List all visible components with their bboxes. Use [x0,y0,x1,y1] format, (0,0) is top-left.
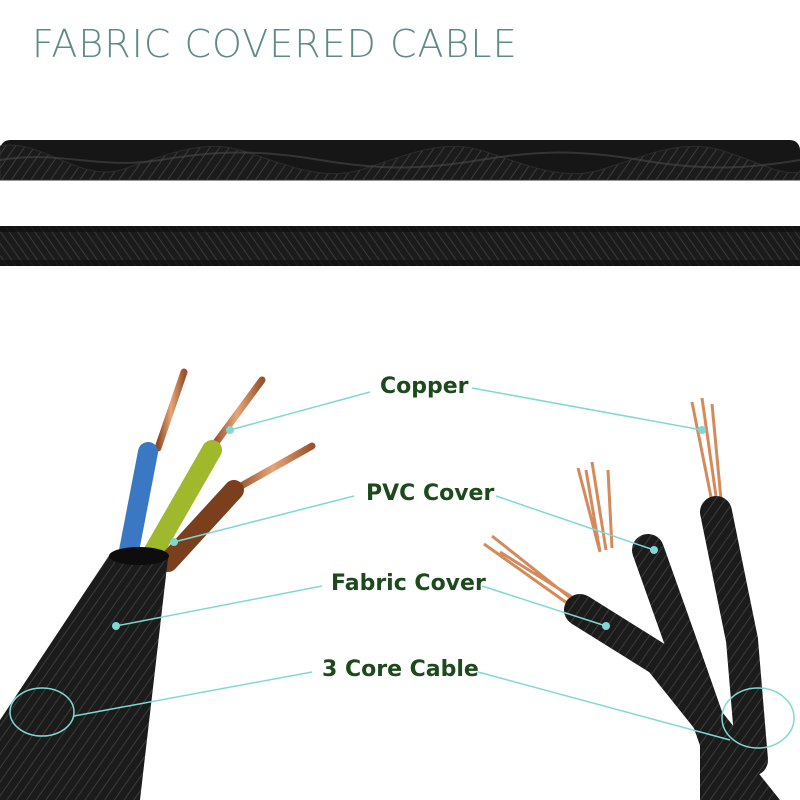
label-three-core-cable: 3 Core Cable [322,657,479,682]
right-split-cable [483,397,780,800]
label-pvc-cover: PVC Cover [366,481,495,506]
callout-dots [112,426,706,630]
label-copper: Copper [380,374,469,399]
label-fabric-cover: Fabric Cover [331,571,486,596]
callout-lines [9,387,795,749]
page-title: FABRIC COVERED CABLE [32,22,518,66]
straight-cable [0,226,800,266]
left-three-core-cable [0,368,316,800]
twisted-cable [0,140,800,181]
